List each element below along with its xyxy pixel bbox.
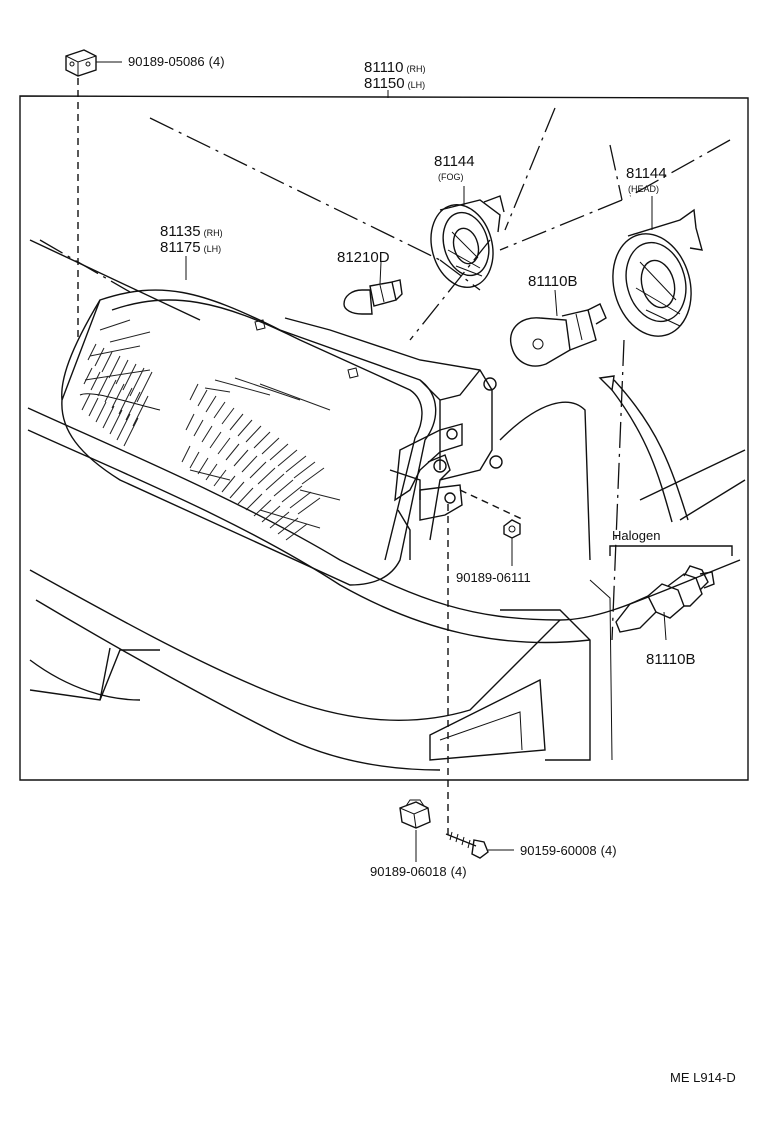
- screw-label: 90159-60008 (4): [520, 843, 617, 858]
- center-lines: [39, 107, 731, 641]
- halogen-title: Halogen: [612, 528, 660, 543]
- lens-lh-part: 81175: [160, 239, 201, 256]
- assy-lh-suffix: (LH): [408, 80, 426, 90]
- headlamp-housing: [61, 289, 503, 586]
- nut-label: 90189-06111: [456, 570, 531, 585]
- body-contours: [27, 239, 746, 771]
- assy-lh-part: 81150: [364, 75, 405, 92]
- lens-rh-part: 81135: [160, 223, 201, 240]
- clip-bottom-label: 90189-06018 (4): [370, 864, 467, 879]
- halogen-bulb-label: 81110B: [646, 651, 696, 668]
- clip-bottom-part: 90189-06018: [370, 864, 447, 879]
- fog-socket-label: 81144: [434, 153, 475, 170]
- screw: [445, 831, 514, 859]
- screw-qty: (4): [601, 843, 617, 858]
- head-socket-label: 81144: [626, 165, 667, 182]
- assembly-frame: [19, 95, 749, 781]
- lens-pattern-left: [81, 319, 153, 447]
- assy-rh-part: 81110: [364, 59, 404, 76]
- lens-pattern-main: [181, 377, 341, 541]
- bulb-81110b: [509, 289, 607, 367]
- halogen-bulb: [615, 565, 715, 641]
- bottom-clip: [399, 799, 431, 862]
- screw-part: 90159-60008: [520, 843, 597, 858]
- clip-top-label: 90189-05086 (4): [128, 54, 225, 69]
- assy-rh-suffix: (RH): [407, 64, 426, 74]
- wedge-bulb: [343, 261, 403, 315]
- clip-top-part: 90189-05086: [128, 54, 205, 69]
- halogen-bracket: [609, 545, 733, 556]
- assy-rh-label: 81110(RH): [364, 59, 426, 76]
- fog-socket-suffix: (FOG): [438, 172, 464, 182]
- assy-lh-label: 81150(LH): [364, 75, 425, 92]
- wedge-bulb-label: 81210D: [337, 249, 390, 266]
- halogen-arrow: [598, 375, 689, 523]
- top-clip: [65, 49, 122, 342]
- lens-rh-label: 81135(RH): [160, 223, 223, 240]
- fog-socket: [430, 186, 505, 289]
- lens-lh-label: 81175(LH): [160, 239, 221, 256]
- clip-bottom-qty: (4): [451, 864, 467, 879]
- head-socket-suffix: (HEAD): [628, 184, 659, 194]
- page-code: ME L914-D: [670, 1070, 736, 1085]
- clip-top-qty: (4): [209, 54, 225, 69]
- bulb-label: 81110B: [528, 273, 578, 290]
- lens-rh-suffix: (RH): [204, 228, 223, 238]
- lens-lh-suffix: (LH): [204, 244, 222, 254]
- head-socket: [612, 196, 703, 337]
- nut: [459, 489, 525, 566]
